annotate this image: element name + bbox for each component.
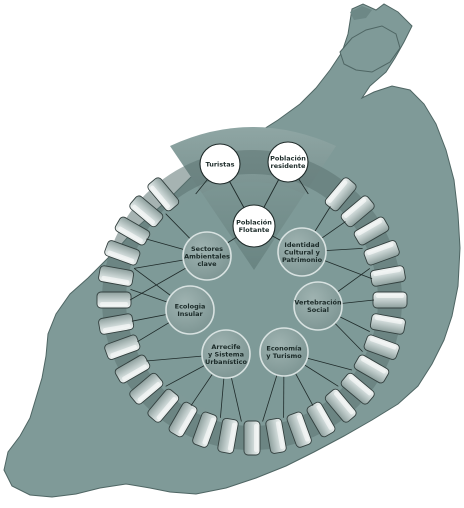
ring-tube (286, 411, 312, 448)
node-label: Población (236, 219, 272, 227)
ring-tube (265, 417, 287, 454)
islet-shape (350, 6, 372, 20)
node-turistas: Turistas (199, 143, 241, 185)
node-label: Población (270, 155, 306, 163)
node-label: Social (307, 306, 329, 314)
node-circle (232, 204, 276, 248)
ring-tube (372, 291, 408, 309)
concept-nodes: TuristasPoblaciónresidentePoblaciónFlota… (165, 141, 343, 379)
node-label: Vertebración (294, 299, 342, 307)
ring-tube (147, 388, 180, 423)
ring-tube (147, 177, 180, 212)
ring-tube (243, 420, 261, 456)
ring-tube (104, 240, 141, 266)
ring-tube (324, 388, 357, 423)
ring-tube (369, 313, 406, 335)
node-label: Ambientales (184, 252, 230, 260)
node-label: Cultural y (284, 248, 320, 256)
ring-tube (96, 291, 132, 309)
node-label: Economía (266, 345, 301, 353)
ring-tube (98, 313, 135, 335)
island-north-tip (339, 25, 401, 73)
tube-ring-band (102, 150, 402, 450)
ring-tube (363, 240, 400, 266)
node-label: clave (197, 260, 217, 268)
ring-tube (114, 354, 151, 384)
ring-tube (129, 195, 164, 228)
ring-tube (98, 265, 135, 287)
node-label: Ecologia (175, 303, 206, 311)
ring-tube (363, 334, 400, 360)
node-label: y Turismo (266, 352, 302, 360)
node-circle (201, 329, 251, 379)
ring-tube (353, 216, 390, 246)
ring-tube (129, 372, 164, 405)
node-label: Flotante (239, 226, 270, 234)
ring-tube (217, 417, 239, 454)
ring-tube (340, 195, 375, 228)
ring-tube (192, 411, 218, 448)
node-label: Insular (177, 310, 203, 318)
ring-tube (340, 372, 375, 405)
node-label: residente (271, 162, 307, 170)
node-label: Identidad (284, 241, 319, 249)
node-label: Sectores (191, 245, 223, 253)
node-circle (277, 227, 327, 277)
tube-ring (96, 177, 408, 456)
ring-tube (369, 265, 406, 287)
node-circle (182, 231, 232, 281)
node-label: Urbanístico (205, 358, 247, 366)
node-circle (293, 281, 343, 331)
node-label: Turistas (205, 160, 234, 168)
node-label: Arrecife (211, 343, 241, 351)
node-circle (267, 141, 309, 183)
node-circle (199, 143, 241, 185)
ring-tube (353, 354, 390, 384)
node-circle (165, 285, 215, 335)
node-label: Patrimonio (282, 256, 323, 264)
node-label: y Sistema (208, 350, 244, 358)
node-circle (259, 327, 309, 377)
